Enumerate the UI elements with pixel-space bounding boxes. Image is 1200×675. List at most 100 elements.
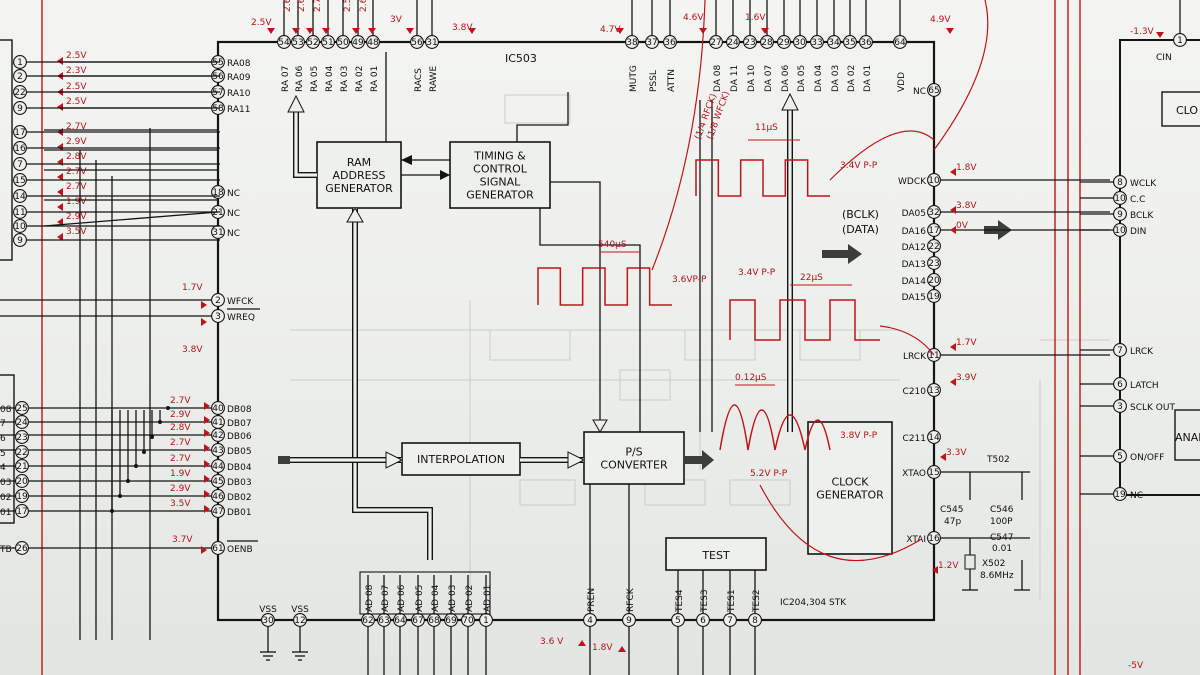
top-voltage-reading: 1.6V (745, 13, 766, 23)
top-pin-20-circle (843, 35, 857, 49)
top-pin-0-circle (277, 35, 291, 49)
edge-pin-4-number: 17 (14, 128, 25, 138)
db-test-point (204, 429, 210, 437)
top-pin-2-circle (306, 35, 320, 49)
bottom-pin-label: AD 06 (397, 584, 407, 612)
top-pin-22-circle (893, 35, 907, 49)
top-pin-19-circle (827, 35, 841, 49)
edge-label: 4 (0, 463, 6, 473)
left-voltage-reading: 2.8V (66, 152, 87, 162)
left-pin-9-circle (211, 401, 225, 415)
right-voltage-reading: 3.3V (946, 448, 967, 458)
interpolation-block (401, 442, 521, 476)
left-connector-box-2 (0, 374, 15, 524)
edge-pin-2-number: 22 (14, 88, 25, 98)
far-right-pin-label: NC (1130, 491, 1143, 501)
bottom-pin-13-circle (696, 613, 710, 627)
right-pin-4-number: 22 (928, 242, 939, 252)
top-pin-17-circle (793, 35, 807, 49)
left-pin-13-number: 44 (212, 462, 224, 472)
timing-ctrl-wire (516, 92, 569, 142)
edge-label: 01 (0, 508, 11, 518)
top-test-point (267, 28, 275, 34)
far-right-pin-label: DIN (1130, 227, 1146, 237)
oenb-voltage: 3.7V (172, 535, 193, 545)
right-voltage-reading: 3.8V (956, 201, 977, 211)
top-pin-21-circle (859, 35, 873, 49)
right-pin-label: C210 (903, 387, 927, 397)
edge-pin-low-7-number: 17 (16, 507, 27, 517)
db-voltage-reading: 3.5V (170, 499, 191, 509)
db-test-point (204, 505, 210, 513)
bottom-pin-label: AD 02 (465, 585, 475, 612)
top-pin-22-number: 64 (894, 38, 906, 48)
ic503-label: IC503 (505, 52, 537, 65)
bottom-pin-4-number: 64 (394, 616, 406, 626)
right-voltage-reading: 0V (956, 221, 969, 231)
right-test-point (950, 226, 956, 234)
rfck-voltage: 1.8V (592, 643, 613, 653)
trace (43, 211, 219, 227)
left-pin-label: RA09 (227, 73, 251, 83)
left-pin-label: NC (227, 189, 240, 199)
edge-pin-low-8-number: 26 (16, 544, 28, 554)
left-pin-label: DB02 (227, 493, 252, 503)
far-right-pin-label: BCLK (1130, 211, 1154, 221)
top-pin-16-circle (777, 35, 791, 49)
db-test-point (204, 402, 210, 410)
bottom-pin-8-number: 70 (462, 616, 474, 626)
edge-pin-3-number: 9 (17, 104, 23, 114)
edge-pin-low-2-number: 23 (16, 433, 27, 443)
edge-pin-0-number: 1 (17, 58, 23, 68)
left-pin-label: DB06 (227, 432, 252, 442)
left-voltage-reading: 1.9V (66, 197, 87, 207)
right-pin-9-number: 13 (928, 386, 939, 396)
top-pin-9-circle (625, 35, 639, 49)
top-test-point (306, 28, 314, 34)
right-pin-4-circle (927, 239, 941, 253)
right-pin-label: XTAI (906, 535, 926, 545)
db-in-arrow (278, 456, 290, 464)
db-test-point (204, 416, 210, 424)
left-test-point (57, 203, 63, 211)
bottom-pin-15-number: 8 (752, 616, 758, 626)
top-voltage-reading: 2.6V (283, 0, 293, 12)
top-pin-12-circle (709, 35, 723, 49)
ps-converter-block (583, 431, 685, 485)
ra-bus-left (293, 110, 317, 178)
top-pin-7-number: 56 (411, 38, 423, 48)
ad-pin-group (359, 571, 491, 615)
left-pin-label: NC (227, 209, 240, 219)
timing-to-ps-wire-2 (539, 208, 641, 432)
waveform-annotation-p34a: 3.4V P-P (840, 161, 878, 171)
right-pin-label: XTAO (902, 469, 926, 479)
top-pin-1-circle (291, 35, 305, 49)
left-pin-label: NC (227, 229, 240, 239)
ad-bus-inner (353, 208, 432, 560)
top-voltage-reading: 2.6V (297, 0, 307, 12)
left-pin-16-number: 47 (212, 507, 223, 517)
top-pin-label: DA 05 (797, 65, 807, 92)
wfck-voltage: 1.7V (182, 283, 203, 293)
db-voltage-reading: 1.9V (170, 469, 191, 479)
top-voltage-reading: 3V (390, 15, 403, 25)
top-pin-label: DA 10 (747, 64, 757, 92)
bottom-pin-11-number: 9 (626, 616, 632, 626)
right-pin-7-circle (927, 289, 941, 303)
bottom-pin-2-number: 62 (362, 616, 373, 626)
edge-pin-1-number: 2 (17, 72, 23, 82)
left-pin-label: RA10 (227, 89, 251, 99)
db-voltage-reading: 2.8V (170, 423, 191, 433)
waveform-annotation-t22: 22µS (800, 273, 823, 283)
right-test-point (950, 206, 956, 214)
left-pin-8-number: 3 (215, 312, 221, 322)
top-pin-13-circle (726, 35, 740, 49)
top-pin-15-number: 28 (761, 38, 773, 48)
db-test-point (204, 444, 210, 452)
top-pin-label: RAWE (429, 66, 439, 92)
left-pin-6-number: 31 (212, 228, 223, 238)
top-pin-label: DA 02 (847, 65, 857, 92)
left-pin-4-number: 18 (212, 188, 224, 198)
edge-label: TB (0, 545, 12, 555)
